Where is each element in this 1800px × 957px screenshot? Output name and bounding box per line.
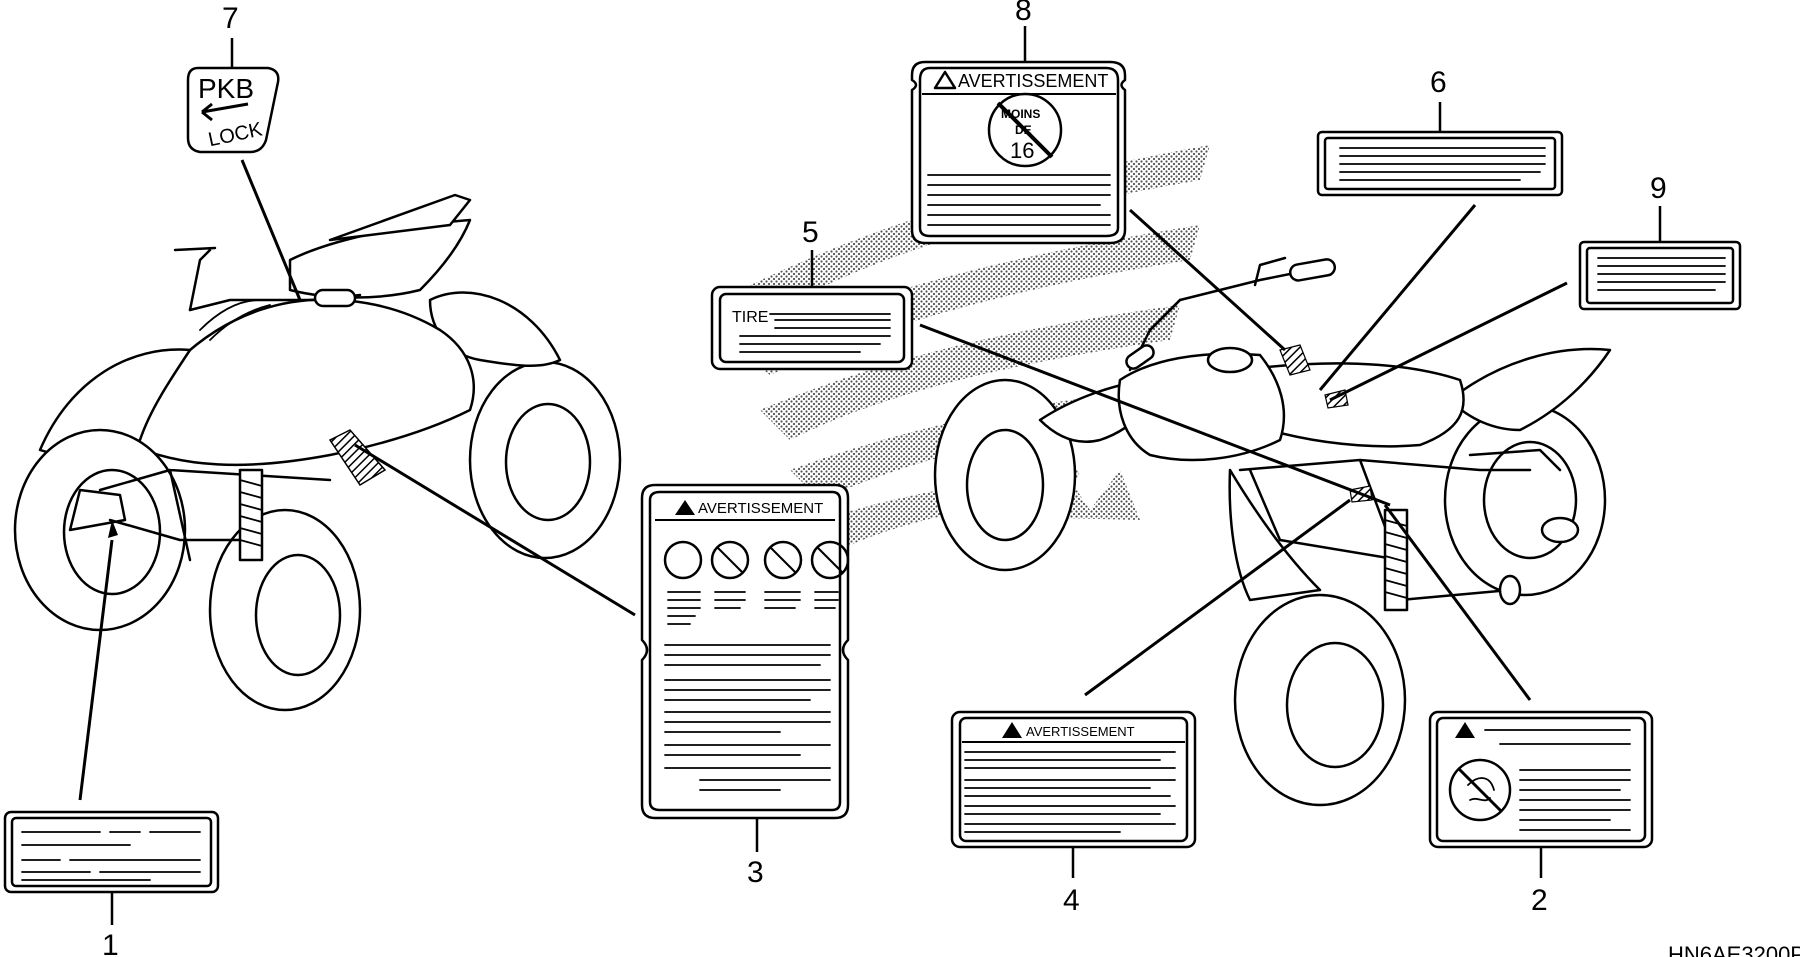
callout-4: 4 [1063,884,1080,917]
tire-text: TIRE [732,309,768,326]
callout-7: 7 [222,2,239,35]
label-7-parking-brake-lock: PKB LOCK [186,66,280,154]
label-2-warning [1428,710,1654,849]
label-1 [3,810,220,894]
label-4-avertissement: AVERTISSEMENT [950,710,1197,849]
label-3-avertissement: AVERTISSEMENT [640,483,850,820]
avert-text-8: AVERTISSEMENT [958,71,1108,91]
callout-1: 1 [102,929,119,957]
label-8-avertissement-age: AVERTISSEMENT MOINS DE 16 [910,60,1127,245]
atv-front-left-view [13,193,622,712]
pkb-text: PKB [198,73,254,104]
drawing-code: HN6AE3200P [1668,942,1800,957]
callout-5: 5 [802,216,819,249]
label-5-tire: TIRE [710,285,914,371]
callout-9: 9 [1650,172,1667,205]
leader-lines [78,159,1568,801]
label-6 [1316,130,1564,197]
label-9 [1578,240,1742,311]
front-shock [238,468,264,562]
avert-text-3: AVERTISSEMENT [698,500,823,517]
callout-8: 8 [1015,0,1032,27]
age-text: 16 [1010,138,1034,163]
callout-2: 2 [1531,884,1548,917]
callout-6: 6 [1430,66,1447,99]
callout-3: 3 [747,856,764,889]
atv-rear-right-view [933,256,1612,807]
rear-shock [1383,508,1409,612]
avert-text-4: AVERTISSEMENT [1026,724,1135,739]
callout-numbers: 7 8 6 9 5 3 4 2 1 [102,0,1667,957]
